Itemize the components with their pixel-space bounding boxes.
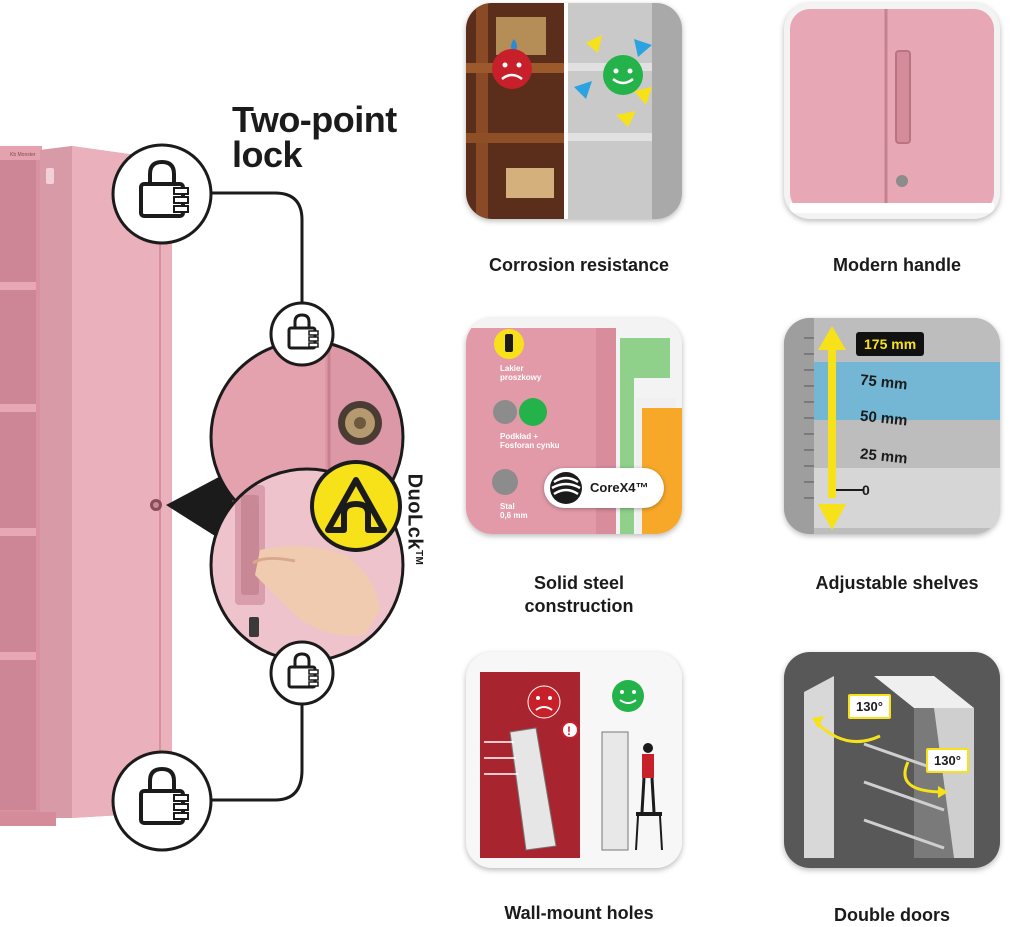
steel-layer2-line: Fosforan cynku: [500, 441, 560, 450]
steel-layer3-line: Stal: [500, 502, 515, 511]
steel-layer1-line: proszkowy: [500, 373, 542, 382]
feature-tile-steel: CoreX4™ Lakier proszkowy Podkład + Fosfo…: [466, 318, 682, 534]
caption-line: Corrosion resistance: [488, 255, 670, 275]
feature-tile-corrosion: [466, 3, 682, 219]
padlock-icon: [111, 143, 213, 245]
feature-caption: Double doors: [784, 904, 1000, 927]
padlock-icon: [269, 640, 335, 706]
svg-text:Kb Monster: Kb Monster: [10, 152, 36, 158]
lock-title-line1: Two-point: [232, 99, 397, 140]
corex4-icon: [550, 472, 582, 504]
steel-layer1: Lakier proszkowy: [500, 364, 541, 382]
happy-face-icon: [603, 55, 643, 95]
feature-tile-double-doors: 130° 130°: [784, 652, 1000, 868]
padlock-icon: [269, 301, 335, 367]
steel-layer2: Podkład + Fosforan cynku: [500, 432, 560, 450]
shelf-height-zero: 0: [862, 482, 870, 498]
feature-caption: Corrosion resistance: [466, 254, 692, 277]
lock-connector-lines: [212, 191, 304, 802]
padlock-icon: [111, 750, 213, 852]
sad-face-icon: [527, 685, 561, 719]
door-angle-left: 130°: [848, 694, 891, 719]
feature-caption: Wall-mount holes: [466, 902, 692, 925]
steel-layer3-line: 0,6 mm: [500, 511, 528, 520]
steel-layer2-line: Podkład +: [500, 432, 539, 441]
warning-icon: [561, 721, 579, 739]
caption-line: Modern handle: [832, 255, 961, 275]
feature-tile-handle: [784, 3, 1000, 219]
feature-tile-wall-mount: !: [466, 652, 682, 868]
steel-badge-text: CoreX4™: [590, 480, 649, 495]
lock-title-line2: lock: [232, 134, 303, 175]
happy-face-icon: [612, 680, 644, 712]
steel-layer3: Stal 0,6 mm: [500, 502, 528, 520]
caption-line: Adjustable shelves: [815, 573, 979, 593]
sad-face-icon: [492, 49, 532, 89]
duolck-trademark: TM: [413, 549, 425, 566]
handle-illustration: [790, 9, 994, 213]
lock-title: Two-point lock: [232, 99, 397, 175]
duolck-brand-label: DuoLckTM: [403, 470, 442, 580]
caption-line: Wall-mount holes: [504, 903, 654, 923]
shelf-height-top: 175 mm: [856, 332, 925, 356]
feature-tile-shelves: 175 mm 75 mm 50 mm 25 mm 0: [784, 318, 1000, 534]
corrosion-illustration: [466, 3, 682, 219]
svg-text:!: !: [567, 724, 571, 738]
feature-caption: Solid steel construction: [466, 572, 692, 618]
duolck-logo-icon: [310, 460, 402, 552]
feature-caption: Modern handle: [784, 254, 1010, 277]
caption-line: Solid steel: [533, 573, 625, 593]
wall-mount-illustration: !: [466, 652, 682, 868]
steel-layer1-line: Lakier: [500, 364, 524, 373]
caption-line: construction: [524, 596, 634, 616]
feature-caption: Adjustable shelves: [784, 572, 1010, 595]
door-angle-right: 130°: [926, 748, 969, 773]
duolck-brand: DuoLck: [403, 473, 426, 550]
caption-line: Double doors: [834, 905, 950, 925]
